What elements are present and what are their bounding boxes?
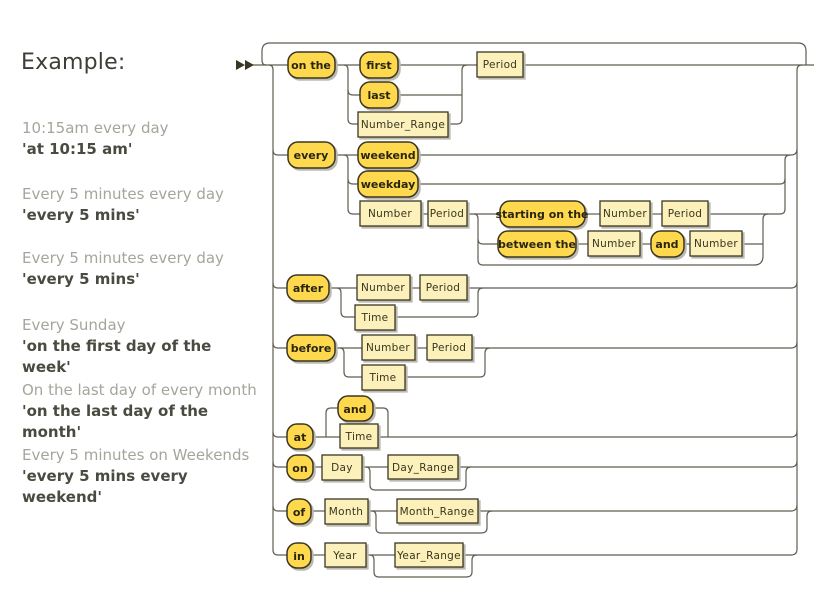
- example-expression: 'on the last day of the month': [22, 402, 209, 441]
- nonterminal-day: Day: [321, 454, 363, 481]
- terminal-before: before: [286, 334, 336, 362]
- svg-text:and: and: [343, 403, 366, 416]
- svg-text:after: after: [293, 282, 324, 295]
- diagram-rails: [252, 42, 814, 578]
- svg-text:Number: Number: [368, 208, 412, 220]
- example-expression: 'on the first day of the week': [22, 337, 212, 376]
- svg-text:weekday: weekday: [361, 178, 416, 191]
- svg-text:on the: on the: [291, 59, 331, 72]
- svg-text:Number_Range: Number_Range: [361, 119, 445, 131]
- svg-text:Month: Month: [329, 506, 363, 518]
- terminal-on-the: on the: [287, 51, 336, 79]
- svg-text:Period: Period: [668, 208, 703, 220]
- svg-text:Day_Range: Day_Range: [392, 462, 454, 474]
- svg-text:Number: Number: [592, 238, 636, 250]
- svg-text:in: in: [293, 550, 305, 563]
- example-description: On the last day of every month: [22, 381, 257, 399]
- svg-text:Period: Period: [483, 59, 518, 71]
- terminal-every: every: [287, 141, 336, 169]
- example-item: Every 5 minutes every day 'every 5 mins': [22, 248, 262, 290]
- nonterminal-number: Number: [599, 200, 651, 227]
- nonterminal-year-range: Year_Range: [394, 542, 464, 568]
- example-expression: 'every 5 mins': [22, 270, 140, 288]
- example-description: Every 5 minutes on Weekends: [22, 446, 250, 464]
- svg-text:Time: Time: [361, 312, 389, 324]
- example-expression: 'at 10:15 am': [22, 140, 133, 158]
- examples-panel: Example: 10:15am every day 'at 10:15 am'…: [0, 0, 260, 591]
- terminal-between-the: between the: [497, 230, 577, 258]
- nonterminal-number: Number: [689, 230, 743, 257]
- terminal-weekend: weekend: [357, 141, 419, 169]
- example-expression: 'every 5 mins': [22, 206, 140, 224]
- example-item: Every Sunday 'on the first day of the we…: [22, 315, 262, 378]
- svg-text:at: at: [294, 431, 307, 444]
- svg-text:of: of: [293, 506, 306, 519]
- svg-text:starting on the: starting on the: [496, 208, 589, 221]
- nonterminal-number: Number: [356, 274, 411, 301]
- terminal-starting-on-the: starting on the: [496, 200, 589, 228]
- svg-text:first: first: [366, 59, 391, 72]
- svg-text:Year_Range: Year_Range: [396, 550, 461, 562]
- nonterminal-number: Number: [361, 334, 416, 361]
- nonterminal-time: Time: [361, 364, 406, 391]
- svg-text:last: last: [368, 89, 391, 102]
- example-item: Every 5 minutes on Weekends 'every 5 min…: [22, 445, 262, 508]
- nonterminal-time: Time: [354, 304, 396, 331]
- nonterminal-period: Period: [419, 274, 468, 301]
- examples-heading: Example:: [21, 50, 126, 75]
- terminal-first: first: [359, 51, 399, 79]
- svg-text:Month_Range: Month_Range: [400, 506, 475, 518]
- svg-text:and: and: [655, 238, 678, 251]
- svg-text:weekend: weekend: [360, 149, 415, 162]
- terminal-last: last: [359, 81, 399, 109]
- nonterminal-period: Period: [661, 200, 709, 227]
- svg-text:every: every: [294, 149, 329, 162]
- nonterminal-month-range: Month_Range: [396, 498, 479, 524]
- svg-text:Number: Number: [694, 238, 738, 250]
- example-description: 10:15am every day: [22, 119, 169, 137]
- terminal-after: after: [286, 274, 330, 302]
- svg-text:before: before: [291, 342, 332, 355]
- svg-text:Time: Time: [369, 372, 397, 384]
- nonterminal-year: Year: [324, 542, 367, 568]
- nonterminal-number: Number: [587, 230, 641, 257]
- svg-text:between the: between the: [498, 238, 576, 251]
- svg-text:Number: Number: [361, 282, 405, 294]
- svg-text:Number: Number: [366, 342, 410, 354]
- nonterminal-number: Number: [359, 200, 422, 227]
- terminal-weekday: weekday: [357, 170, 419, 198]
- svg-text:Year: Year: [332, 550, 357, 562]
- example-item: 10:15am every day 'at 10:15 am': [22, 118, 262, 160]
- svg-text:on: on: [292, 462, 307, 475]
- nonterminal-month: Month: [324, 498, 369, 525]
- svg-text:Number: Number: [603, 208, 647, 220]
- start-arrow-icon: [236, 60, 254, 70]
- svg-text:Time: Time: [345, 431, 373, 443]
- example-description: Every Sunday: [22, 316, 126, 334]
- example-description: Every 5 minutes every day: [22, 249, 224, 267]
- nonterminal-day-range: Day_Range: [387, 454, 459, 480]
- terminal-in: in: [286, 542, 312, 569]
- svg-text:Period: Period: [430, 208, 465, 220]
- nonterminal-period: Period: [426, 334, 473, 361]
- terminal-of: of: [286, 498, 312, 525]
- nonterminal-period: Period: [476, 51, 524, 78]
- svg-text:Period: Period: [432, 342, 467, 354]
- terminal-and: and: [337, 395, 374, 422]
- nonterminal-period: Period: [427, 200, 468, 227]
- example-item: On the last day of every month 'on the l…: [22, 380, 262, 443]
- terminal-and: and: [650, 230, 685, 258]
- nonterminal-time: Time: [339, 423, 379, 449]
- example-description: Every 5 minutes every day: [22, 185, 224, 203]
- svg-text:Day: Day: [331, 462, 353, 474]
- nonterminal-number-range: Number_Range: [357, 111, 449, 138]
- terminal-at: at: [286, 423, 314, 450]
- svg-text:Period: Period: [426, 282, 461, 294]
- terminal-on: on: [286, 454, 314, 481]
- example-expression: 'every 5 mins every weekend': [22, 467, 188, 506]
- example-item: Every 5 minutes every day 'every 5 mins': [22, 184, 262, 226]
